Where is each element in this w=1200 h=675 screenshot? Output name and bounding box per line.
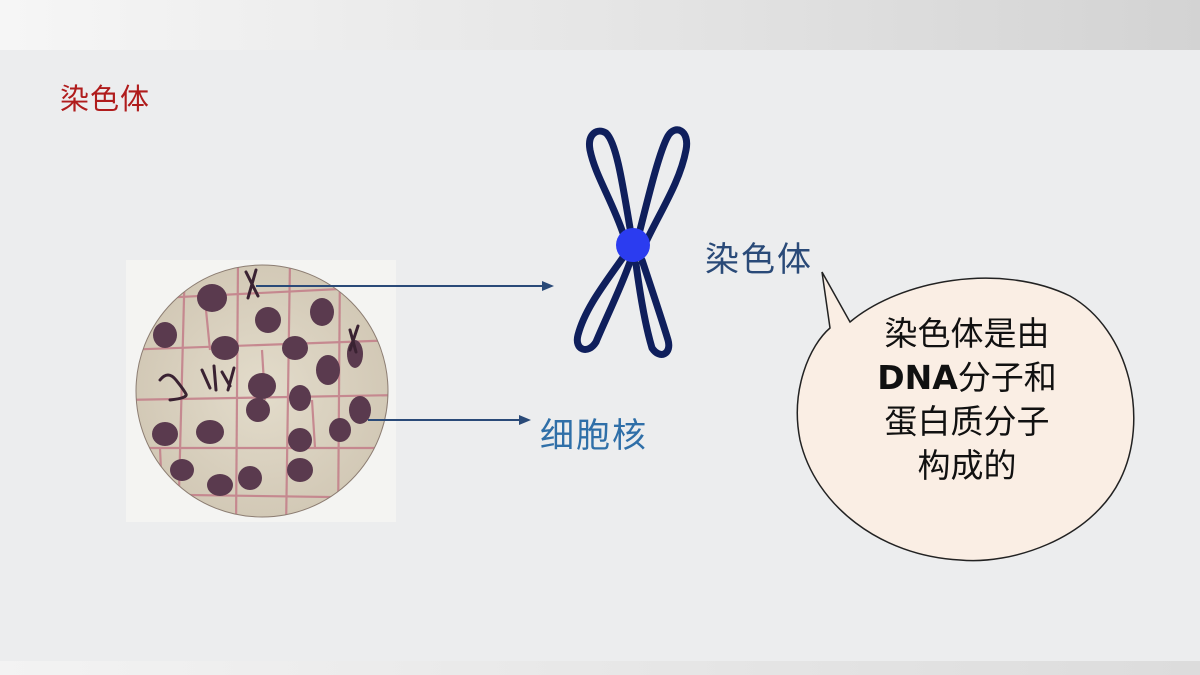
cell-micrograph-icon [135, 264, 389, 518]
arrow-to-chromosome [256, 281, 554, 291]
footer-band [0, 661, 1200, 675]
header-band [0, 0, 1200, 50]
bubble-line-2-rest: 分子和 [957, 358, 1057, 397]
bubble-line-4: 构成的 [917, 446, 1017, 485]
centromere-icon [616, 228, 650, 262]
bubble-line-1: 染色体是由 [884, 314, 1050, 353]
arrow-to-nucleus [368, 415, 531, 425]
chromosome-icon [573, 126, 691, 358]
bubble-line-3: 蛋白质分子 [884, 402, 1050, 441]
nucleus-label: 细胞核 [540, 416, 648, 456]
speech-bubble-icon [796, 271, 1135, 562]
dna-term: DNA [877, 358, 958, 397]
slide-title: 染色体 [60, 82, 151, 116]
bubble-line-2: DNA分子和 [852, 356, 1082, 400]
chromosome-label: 染色体 [705, 240, 813, 280]
bubble-text: 染色体是由 DNA分子和 蛋白质分子 构成的 [852, 312, 1082, 488]
